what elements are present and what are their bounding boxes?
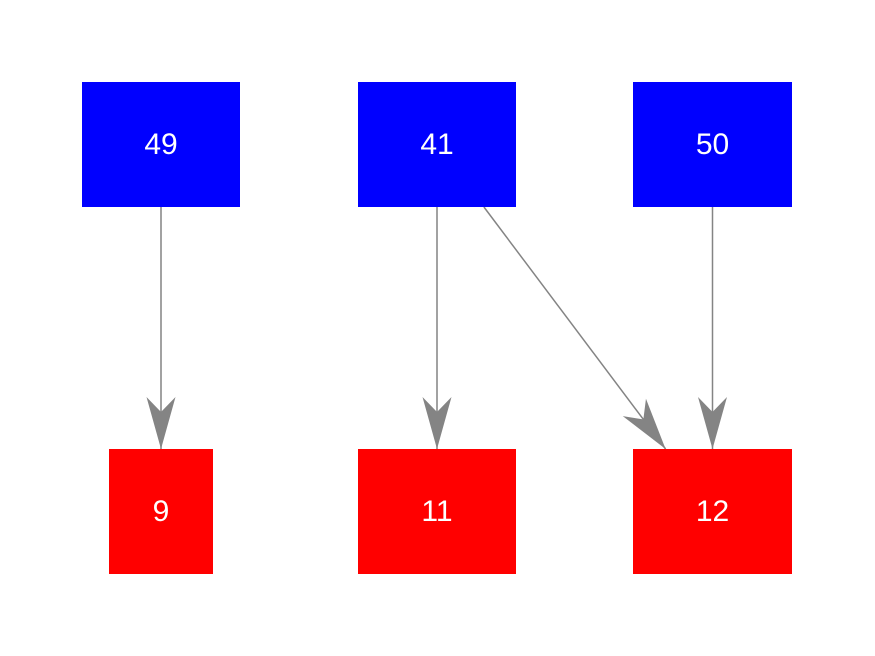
edge-41-12 bbox=[483, 206, 667, 450]
node-12[interactable]: 12 bbox=[633, 449, 792, 574]
node-50[interactable]: 50 bbox=[633, 82, 792, 207]
node-11-label: 11 bbox=[421, 494, 453, 528]
arrowhead-41-11 bbox=[422, 397, 452, 449]
node-9-label: 9 bbox=[152, 494, 170, 528]
node-11[interactable]: 11 bbox=[358, 449, 516, 574]
node-50-label: 50 bbox=[695, 127, 730, 161]
arrowhead-50-12 bbox=[698, 397, 727, 449]
node-49[interactable]: 49 bbox=[82, 82, 240, 207]
node-41-label: 41 bbox=[420, 127, 454, 161]
arrowhead-49-9 bbox=[146, 397, 176, 449]
arrowhead-41-12 bbox=[622, 398, 666, 449]
node-41[interactable]: 41 bbox=[358, 82, 516, 207]
node-49-label: 49 bbox=[144, 127, 178, 161]
node-9[interactable]: 9 bbox=[109, 449, 213, 574]
node-12-label: 12 bbox=[695, 494, 730, 528]
